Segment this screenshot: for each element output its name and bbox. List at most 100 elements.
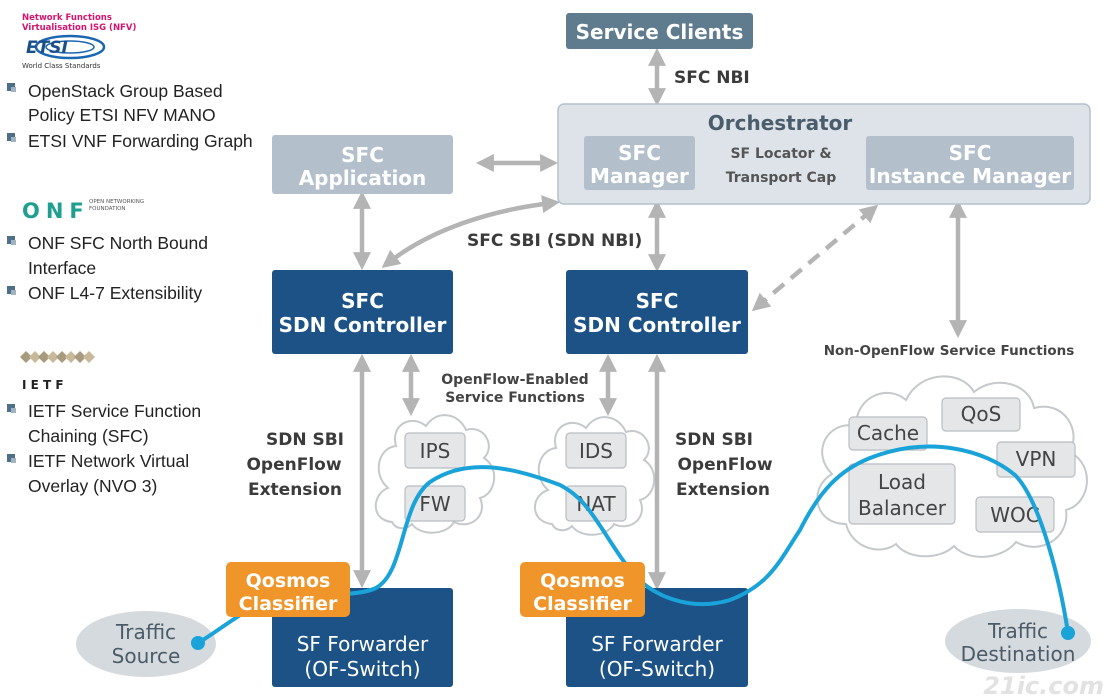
sf-box-vpn: VPN: [996, 441, 1076, 478]
sf-box-ids: IDS: [565, 432, 627, 469]
sfc-application-box: SFC Application: [272, 135, 453, 194]
ietf-item-1-line2: Chaining (SFC): [28, 426, 149, 446]
sdn-sbi-left-line1: SDN SBI: [266, 430, 344, 450]
classifier-left-line1: Qosmos: [246, 570, 331, 592]
connector-arrows: [353, 47, 967, 591]
arrow-orchestrator-controller-left: [381, 195, 561, 269]
sdn-sbi-right-line2: OpenFlow: [677, 455, 772, 475]
ietf-item-2-line2: Overlay (NVO 3): [28, 476, 157, 496]
sdn-sbi-right-label: SDN SBI OpenFlow Extension: [675, 430, 773, 500]
onf-item-1-line1: ONF SFC North Bound: [28, 233, 208, 253]
sdn-sbi-left-line3: Extension: [248, 480, 342, 500]
service-clients-box: Service Clients: [566, 13, 753, 49]
sf-load-balancer-line1: Load: [878, 470, 926, 494]
ietf-section: I E T F IETF Service Function Chaining (…: [7, 351, 201, 496]
sdn-controller-right-line1: SFC: [636, 289, 679, 313]
etsi-tagline: World Class Standards: [22, 62, 101, 70]
onf-logo: ONF: [22, 199, 90, 223]
ietf-item-2-line1: IETF Network Virtual: [28, 451, 189, 471]
sfc-nbi-label: SFC NBI: [674, 68, 750, 88]
traffic-destination-dot: [1061, 626, 1075, 640]
sf-cache-label: Cache: [857, 421, 919, 445]
watermark: 21ic.com: [983, 672, 1104, 700]
sf-forwarder-right-line2: (OF-Switch): [599, 657, 715, 681]
traffic-source: Traffic Source: [76, 611, 216, 677]
orchestrator-label: Orchestrator: [708, 111, 853, 135]
sf-forwarder-left-line2: (OF-Switch): [304, 657, 420, 681]
sf-box-nat: NAT: [565, 485, 627, 522]
classifier-right-line1: Qosmos: [540, 570, 625, 592]
sf-locator-line2: Transport Cap: [726, 170, 837, 186]
service-clients-label: Service Clients: [576, 20, 744, 44]
sf-ips-label: IPS: [420, 439, 451, 463]
sf-qos-label: QoS: [961, 402, 1002, 426]
bullet-icon-shade: [11, 87, 16, 92]
sfc-manager-line2: Manager: [590, 164, 689, 188]
sfc-manager-box: SFC Manager: [584, 136, 695, 190]
traffic-destination-line1: Traffic: [987, 619, 1048, 643]
sdn-controller-left-line1: SFC: [341, 289, 384, 313]
sdn-sbi-right-line1: SDN SBI: [675, 430, 753, 450]
sf-fw-label: FW: [419, 492, 451, 516]
etsi-logo: ETSI: [26, 34, 106, 60]
non-openflow-label: Non-OpenFlow Service Functions: [824, 343, 1075, 359]
sf-box-ips: IPS: [404, 432, 466, 469]
openflow-enabled-line1: OpenFlow-Enabled: [441, 372, 588, 388]
bullet-icon-shade: [11, 290, 16, 295]
sdn-controller-right-line2: SDN Controller: [573, 313, 741, 337]
sdn-controller-left-line2: SDN Controller: [279, 313, 447, 337]
etsi-item-2: ETSI VNF Forwarding Graph: [28, 131, 253, 151]
classifier-right-line2: Classifier: [533, 593, 632, 615]
sdn-sbi-left-line2: OpenFlow: [246, 455, 341, 475]
sdn-controller-right: SFC SDN Controller: [566, 270, 748, 354]
sfc-application-line2: Application: [299, 166, 427, 190]
traffic-source-line2: Source: [112, 644, 181, 668]
sf-box-qos: QoS: [941, 397, 1021, 432]
etsi-section: Network Functions Virtualisation ISG (NF…: [7, 13, 253, 151]
etsi-title-line2: Virtualisation ISG (NFV): [22, 23, 136, 33]
sfc-manager-line1: SFC: [618, 141, 661, 165]
onf-name-line2: FOUNDATION: [89, 206, 126, 212]
classifier-left-line2: Classifier: [239, 593, 338, 615]
sfc-instance-manager-line2: Instance Manager: [869, 164, 1071, 188]
onf-section: ONF OPEN NETWORKING FOUNDATION ONF SFC N…: [7, 199, 208, 303]
sdn-sbi-left-label: SDN SBI OpenFlow Extension: [246, 430, 344, 500]
sf-woc-label: WOC: [990, 503, 1039, 527]
openflow-enabled-line2: Service Functions: [445, 390, 585, 406]
ietf-logo-text: I E T F: [22, 378, 64, 392]
sf-box-load-balancer: Load Balancer: [848, 463, 956, 525]
etsi-logo-text: ETSI: [26, 38, 68, 58]
bullet-icon-shade: [11, 458, 16, 463]
qosmos-classifier-left: Qosmos Classifier: [226, 562, 350, 617]
arrow-instance-controller-dashed: [751, 204, 879, 312]
sf-forwarder-right-line1: SF Forwarder: [591, 632, 723, 656]
sf-box-cache: Cache: [848, 416, 928, 451]
sf-ids-label: IDS: [579, 439, 613, 463]
traffic-destination-line2: Destination: [961, 642, 1076, 666]
sfc-instance-manager-box: SFC Instance Manager: [866, 136, 1074, 190]
onf-item-1-line2: Interface: [28, 258, 96, 278]
traffic-source-dot: [191, 636, 205, 650]
ietf-logo: [20, 351, 95, 363]
sfc-sbi-label: SFC SBI (SDN NBI): [467, 231, 642, 251]
etsi-title-line1: Network Functions: [22, 13, 112, 23]
sf-vpn-label: VPN: [1016, 447, 1057, 471]
sf-load-balancer-line2: Balancer: [858, 496, 947, 520]
etsi-item-1-line1: OpenStack Group Based: [28, 81, 223, 101]
traffic-source-line1: Traffic: [115, 620, 176, 644]
sdn-controller-left: SFC SDN Controller: [272, 270, 453, 354]
onf-item-2: ONF L4-7 Extensibility: [28, 283, 202, 303]
ietf-item-1-line1: IETF Service Function: [28, 401, 201, 421]
sf-locator-line1: SF Locator &: [730, 146, 831, 162]
bullet-icon-shade: [11, 137, 16, 142]
sf-forwarder-left-line1: SF Forwarder: [297, 632, 429, 656]
qosmos-classifier-right: Qosmos Classifier: [520, 562, 645, 617]
onf-logo-text: ONF: [22, 199, 90, 223]
sfc-application-line1: SFC: [341, 143, 384, 167]
sdn-sbi-right-line3: Extension: [676, 480, 770, 500]
etsi-item-1-line2: Policy ETSI NFV MANO: [28, 105, 216, 125]
bullet-icon-shade: [11, 240, 16, 245]
bullet-icon-shade: [11, 408, 16, 413]
